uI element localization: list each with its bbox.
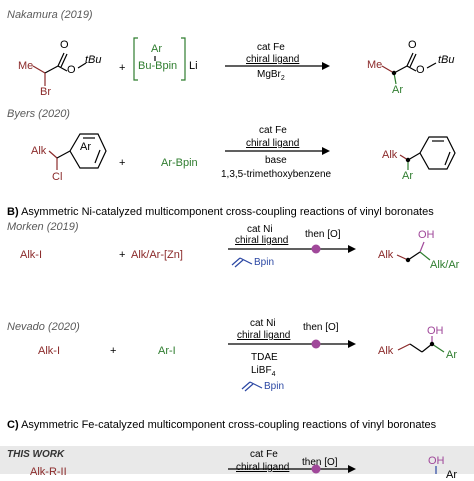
reagent-ar-bpin: Ar-Bpin xyxy=(161,157,198,169)
reagent-alk-ar-zn: Alk/Ar-[Zn] xyxy=(131,249,183,261)
condition-cat-fe: cat Fe xyxy=(257,42,285,53)
author-morken: Morken (2019) xyxy=(7,221,79,233)
condition-chiral-ligand-4: chiral ligand xyxy=(237,330,291,341)
section-b-heading: B) Asymmetric Ni-catalyzed multicomponen… xyxy=(7,206,434,218)
reagent-li: Li xyxy=(189,60,198,72)
product-ester-skeleton xyxy=(381,52,437,85)
product-alk-3: Alk xyxy=(378,345,394,357)
substrate-benzylic-skeleton xyxy=(48,133,107,170)
product-benzylic-skeleton xyxy=(399,136,456,170)
product-me: Me xyxy=(367,59,383,71)
condition-then-o: then [O] xyxy=(305,229,341,240)
substrate-cl: Cl xyxy=(52,171,63,183)
author-nevado: Nevado (2020) xyxy=(7,321,80,333)
product-ar-2: Ar xyxy=(402,170,413,182)
condition-mgbr2: MgBr2 xyxy=(257,69,285,83)
condition-then-o-2: then [O] xyxy=(303,322,339,333)
stereocenter-dot-2 xyxy=(405,157,411,163)
this-work-label: THIS WORK xyxy=(7,449,65,460)
product-ar-3: Ar xyxy=(446,349,457,361)
condition-chiral-ligand-2: chiral ligand xyxy=(246,138,300,149)
author-nakamura: Nakamura (2019) xyxy=(7,9,93,21)
substrate-br: Br xyxy=(40,86,51,98)
stereocenter-dot-3 xyxy=(405,257,411,263)
product-tbu: tBu xyxy=(438,54,455,66)
condition-trimethoxybenzene: 1,3,5-trimethoxybenzene xyxy=(221,169,332,180)
vinyl-bpin-2: Bpin xyxy=(264,381,285,392)
substrate-ring-ar: Ar xyxy=(80,141,91,153)
condition-cat-ni: cat Ni xyxy=(247,224,273,235)
product-oh: OH xyxy=(418,229,435,241)
nevado-product-skeleton xyxy=(397,336,445,353)
product-ester-o: O xyxy=(416,64,425,76)
reagent-ar: Ar xyxy=(151,43,162,55)
author-byers: Byers (2020) xyxy=(7,108,70,120)
condition-then-o-3: then [O] xyxy=(302,457,338,468)
condition-base: base xyxy=(265,155,287,166)
condition-libf4: LiBF4 xyxy=(251,365,276,379)
condition-tdae: TDAE xyxy=(251,352,278,363)
substrate-ester-o: O xyxy=(67,64,76,76)
product-ar: Ar xyxy=(392,84,403,96)
plus-sign-2: + xyxy=(119,157,126,169)
reagent-bu-bpin: Bu-Bpin xyxy=(138,60,178,72)
morken-product-skeleton xyxy=(396,241,431,261)
condition-cat-ni-2: cat Ni xyxy=(250,318,276,329)
condition-chiral-ligand-3: chiral ligand xyxy=(235,235,289,246)
reagent-alk-i: Alk-I xyxy=(20,249,42,261)
substrate-carbonyl-o: O xyxy=(60,39,69,51)
vinyl-bpin: Bpin xyxy=(254,257,275,268)
product-alk: Alk xyxy=(382,149,398,161)
substrate-me: Me xyxy=(18,60,34,72)
vinyl-boronate-bonds xyxy=(231,257,263,392)
section-c-heading: C) Asymmetric Fe-catalyzed multicomponen… xyxy=(7,419,437,431)
substrate-alk: Alk xyxy=(31,145,47,157)
substrate-ester-skeleton xyxy=(32,52,87,86)
product-alk-ar: Alk/Ar xyxy=(430,259,460,271)
oxidation-dots xyxy=(311,244,321,474)
reaction-arrows xyxy=(225,65,350,470)
reagent-alk-r-ii: Alk-R-II xyxy=(30,466,67,478)
product-oh-3: OH xyxy=(428,455,445,467)
plus-sign: + xyxy=(119,62,126,74)
condition-chiral-ligand: chiral ligand xyxy=(246,54,300,65)
plus-sign-4: + xyxy=(110,345,117,357)
substrate-tbu: tBu xyxy=(85,54,102,66)
reagent-alk-i-2: Alk-I xyxy=(38,345,60,357)
stereocenter-dot-4 xyxy=(429,341,435,347)
condition-chiral-ligand-5: chiral ligand xyxy=(236,462,290,473)
arrow-heads xyxy=(322,62,356,473)
reagent-ar-i: Ar-I xyxy=(158,345,176,357)
product-carbonyl-o: O xyxy=(408,39,417,51)
plus-sign-3: + xyxy=(119,249,126,261)
product-alk-2: Alk xyxy=(378,249,394,261)
stereocenter-dot-1 xyxy=(391,70,397,76)
product-oh-2: OH xyxy=(427,325,444,337)
condition-cat-fe-2: cat Fe xyxy=(259,125,287,136)
condition-cat-fe-3: cat Fe xyxy=(250,449,278,460)
ate-complex-brackets xyxy=(133,37,186,81)
